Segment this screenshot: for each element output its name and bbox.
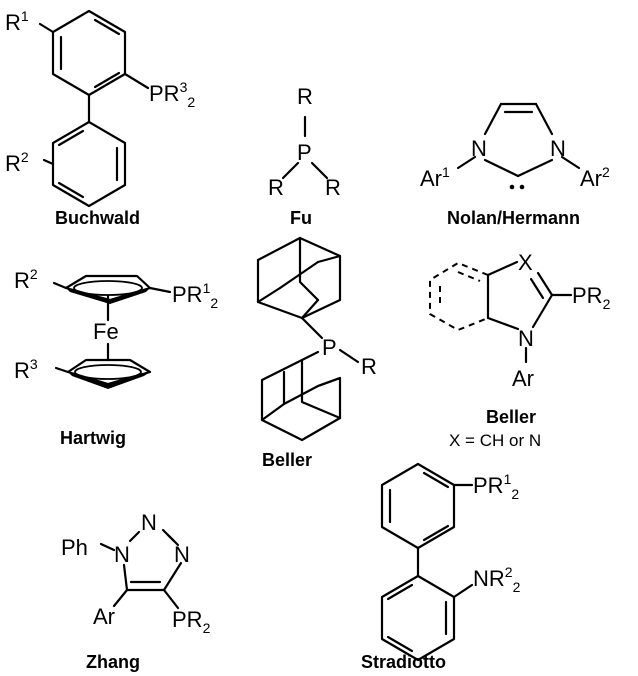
fu-label: Fu bbox=[290, 208, 312, 228]
fu-p: P bbox=[297, 140, 312, 165]
buchwald-label: Buchwald bbox=[55, 208, 140, 228]
nolan-label: Nolan/Hermann bbox=[447, 208, 580, 228]
buchwald-structure: R1 PR32 R2 Buchwald bbox=[5, 8, 195, 228]
hartwig-label: Hartwig bbox=[60, 428, 126, 448]
fu-structure: R P R R Fu bbox=[268, 84, 341, 228]
nolan-n-right: N bbox=[550, 136, 566, 161]
hartwig-p-group: PR12 bbox=[172, 280, 218, 311]
fu-r-left: R bbox=[268, 175, 284, 200]
beller-adamantyl-p: P bbox=[322, 335, 337, 360]
stradiotto-n-group: NR22 bbox=[473, 564, 521, 595]
zhang-n2: N bbox=[141, 510, 157, 535]
stradiotto-p-group: PR12 bbox=[473, 471, 519, 502]
beller-heteroaryl-structure: X N Ar PR2 Beller X = CH or N bbox=[429, 250, 611, 450]
zhang-pr2: PR2 bbox=[172, 607, 211, 636]
zhang-label: Zhang bbox=[86, 652, 140, 672]
nolan-ar-left: Ar1 bbox=[420, 164, 450, 191]
hartwig-fe: Fe bbox=[93, 319, 119, 344]
zhang-ar: Ar bbox=[93, 604, 115, 629]
nolan-ar-right: Ar2 bbox=[580, 164, 610, 191]
buchwald-r1: R1 bbox=[5, 8, 29, 35]
beller-heteroaryl-note: X = CH or N bbox=[449, 431, 541, 450]
fu-r-top: R bbox=[297, 84, 313, 109]
beller-heteroaryl-ar: Ar bbox=[512, 366, 534, 391]
beller-adamantyl-label: Beller bbox=[262, 450, 312, 470]
hartwig-structure: R2 PR12 Fe R3 Hartwig bbox=[14, 266, 218, 448]
buchwald-p-group: PR32 bbox=[149, 79, 195, 110]
zhang-n1: N bbox=[114, 542, 130, 567]
beller-heteroaryl-pr2: PR2 bbox=[572, 283, 611, 312]
nolan-structure: N N Ar1 Ar2 Nolan/Hermann bbox=[420, 102, 610, 228]
beller-heteroaryl-x: X bbox=[518, 250, 533, 275]
zhang-ph: Ph bbox=[61, 535, 88, 560]
hartwig-r2: R2 bbox=[14, 266, 38, 293]
hartwig-r3: R3 bbox=[14, 356, 38, 383]
beller-adamantyl-r: R bbox=[361, 354, 377, 379]
beller-adamantyl-structure: P R Beller bbox=[256, 236, 377, 470]
fu-r-right: R bbox=[325, 175, 341, 200]
buchwald-r2: R2 bbox=[5, 149, 29, 176]
beller-heteroaryl-label: Beller bbox=[486, 407, 536, 427]
stradiotto-structure: PR12 NR22 Stradiotto bbox=[361, 462, 521, 672]
nolan-n-left: N bbox=[471, 136, 487, 161]
zhang-structure: Ph N N N Ar PR2 Zhang bbox=[61, 510, 211, 672]
stradiotto-label: Stradiotto bbox=[361, 652, 446, 672]
beller-heteroaryl-n: N bbox=[518, 326, 534, 351]
zhang-n3: N bbox=[174, 542, 190, 567]
